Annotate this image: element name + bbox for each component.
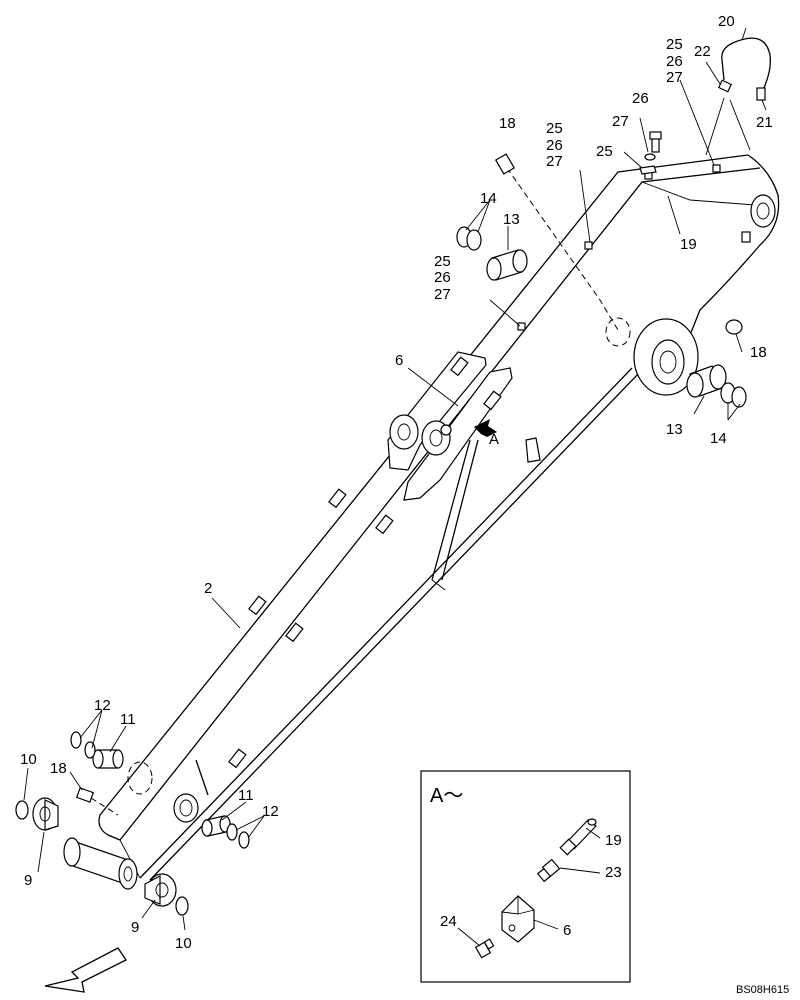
callout-11-right: 11 [238, 787, 254, 804]
callout-18-right: 18 [750, 344, 767, 361]
callout-18-left: 18 [50, 760, 67, 777]
callout-9-left: 9 [24, 872, 32, 889]
callout-14-lower: 14 [710, 430, 727, 447]
callout-26-upper: 26 [546, 137, 563, 154]
bushing-13-lower [686, 364, 727, 398]
callout-12-right: 12 [262, 803, 279, 820]
callout-19: 19 [680, 236, 697, 253]
shim-12-right [226, 823, 250, 849]
callout-22: 22 [694, 43, 711, 60]
callout-12-left: 12 [94, 697, 111, 714]
mid-bushing-boss [633, 318, 699, 396]
lower-boss [173, 793, 199, 823]
arm-body [98, 154, 780, 881]
callout-11-left: 11 [120, 711, 136, 728]
detail-fitting-23 [536, 858, 561, 883]
ring-10-left [15, 800, 29, 820]
leader-lines [23, 27, 767, 931]
grease-hose [705, 37, 771, 156]
detail-block-6 [501, 895, 535, 943]
bushing-11-right [201, 815, 231, 837]
washer-27 [644, 153, 656, 161]
shim-rings-14-upper [456, 226, 482, 251]
callout-18-top: 18 [499, 115, 516, 132]
callout-27-head: 27 [666, 69, 683, 86]
detail-pipe-19 [559, 818, 597, 856]
view-a-arrow [474, 419, 497, 437]
callout-26-head: 26 [666, 53, 683, 70]
detail-callout-24: 24 [440, 913, 457, 930]
callout-25-mid: 25 [434, 253, 451, 270]
callout-10-right: 10 [175, 935, 192, 952]
fitting-18-left [75, 787, 95, 803]
callout-25-upper: 25 [546, 120, 563, 137]
detail-callout-6: 6 [563, 922, 571, 939]
front-direction-arrow [44, 947, 127, 993]
callout-25-head: 25 [666, 36, 683, 53]
drawing-code: BS08H615 [736, 984, 789, 996]
callout-6: 6 [395, 352, 403, 369]
shim-25 [639, 165, 657, 175]
pin-9-left [32, 797, 59, 831]
callout-27-bolt: 27 [612, 113, 629, 130]
detail-callout-19: 19 [605, 832, 622, 849]
callout-20: 20 [718, 13, 735, 30]
callout-2: 2 [204, 580, 212, 597]
callout-14-upper: 14 [480, 190, 497, 207]
callout-26-mid: 26 [434, 269, 451, 286]
callout-10-left: 10 [20, 751, 37, 768]
hose-clamps [228, 356, 541, 769]
callout-13-upper: 13 [503, 211, 520, 228]
callout-21: 21 [756, 114, 773, 131]
bushing-13-upper [486, 249, 528, 281]
detail-view-a: A～ 19 23 24 6 [420, 770, 631, 983]
view-a-label: A [489, 431, 499, 448]
callout-13-lower: 13 [666, 421, 683, 438]
callout-9-right: 9 [131, 919, 139, 936]
ring-10-right [175, 896, 189, 916]
callout-25-shim: 25 [596, 143, 613, 160]
callout-27-mid: 27 [434, 286, 451, 303]
bolt-26 [649, 131, 662, 153]
fitting-18-top [494, 153, 516, 175]
bushing-11-left [92, 749, 124, 769]
dashed-guides [90, 167, 631, 816]
callout-27-upper: 27 [546, 153, 563, 170]
detail-plug-24 [474, 938, 495, 959]
grease-fittings [517, 164, 721, 331]
fitting-18-right [725, 319, 743, 335]
bucket-cylinder-brackets [387, 351, 513, 501]
detail-frame [420, 770, 631, 983]
callout-26-bolt: 26 [632, 90, 649, 107]
detail-title: A～ [430, 785, 463, 807]
shim-rings-14-lower [720, 382, 747, 408]
shim-12-left [70, 731, 96, 759]
pin-9-right [144, 873, 177, 907]
tail-pivot-tube [63, 837, 138, 890]
callout-numbers: 2 6 9 9 10 10 11 11 12 12 13 13 14 14 18… [20, 13, 773, 952]
detail-callout-23: 23 [605, 864, 622, 881]
